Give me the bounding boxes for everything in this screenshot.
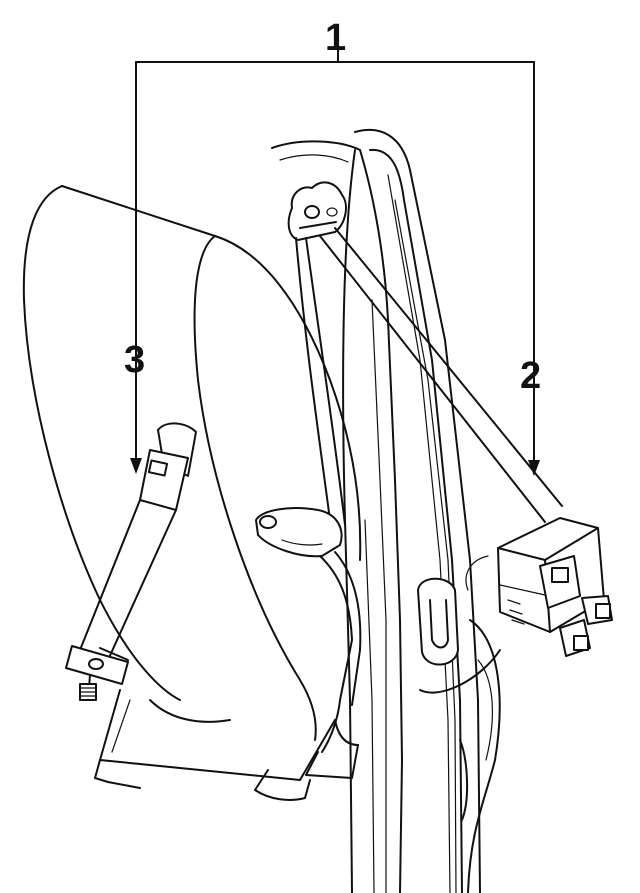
lap-anchor bbox=[255, 507, 362, 753]
upper-anchor-d-ring bbox=[287, 181, 347, 241]
b-pillar bbox=[271, 128, 501, 893]
callout-1: 1 bbox=[325, 17, 346, 59]
callout-2: 2 bbox=[520, 355, 541, 397]
retractor-assembly bbox=[465, 517, 613, 657]
leader-bracket-1 bbox=[130, 49, 540, 476]
pillar-trim-slot bbox=[417, 577, 459, 666]
shoulder-belt bbox=[295, 227, 563, 526]
seat-back bbox=[22, 185, 362, 741]
callout-3: 3 bbox=[124, 339, 145, 381]
buckle-assembly bbox=[65, 422, 197, 701]
seat-base bbox=[94, 689, 359, 801]
